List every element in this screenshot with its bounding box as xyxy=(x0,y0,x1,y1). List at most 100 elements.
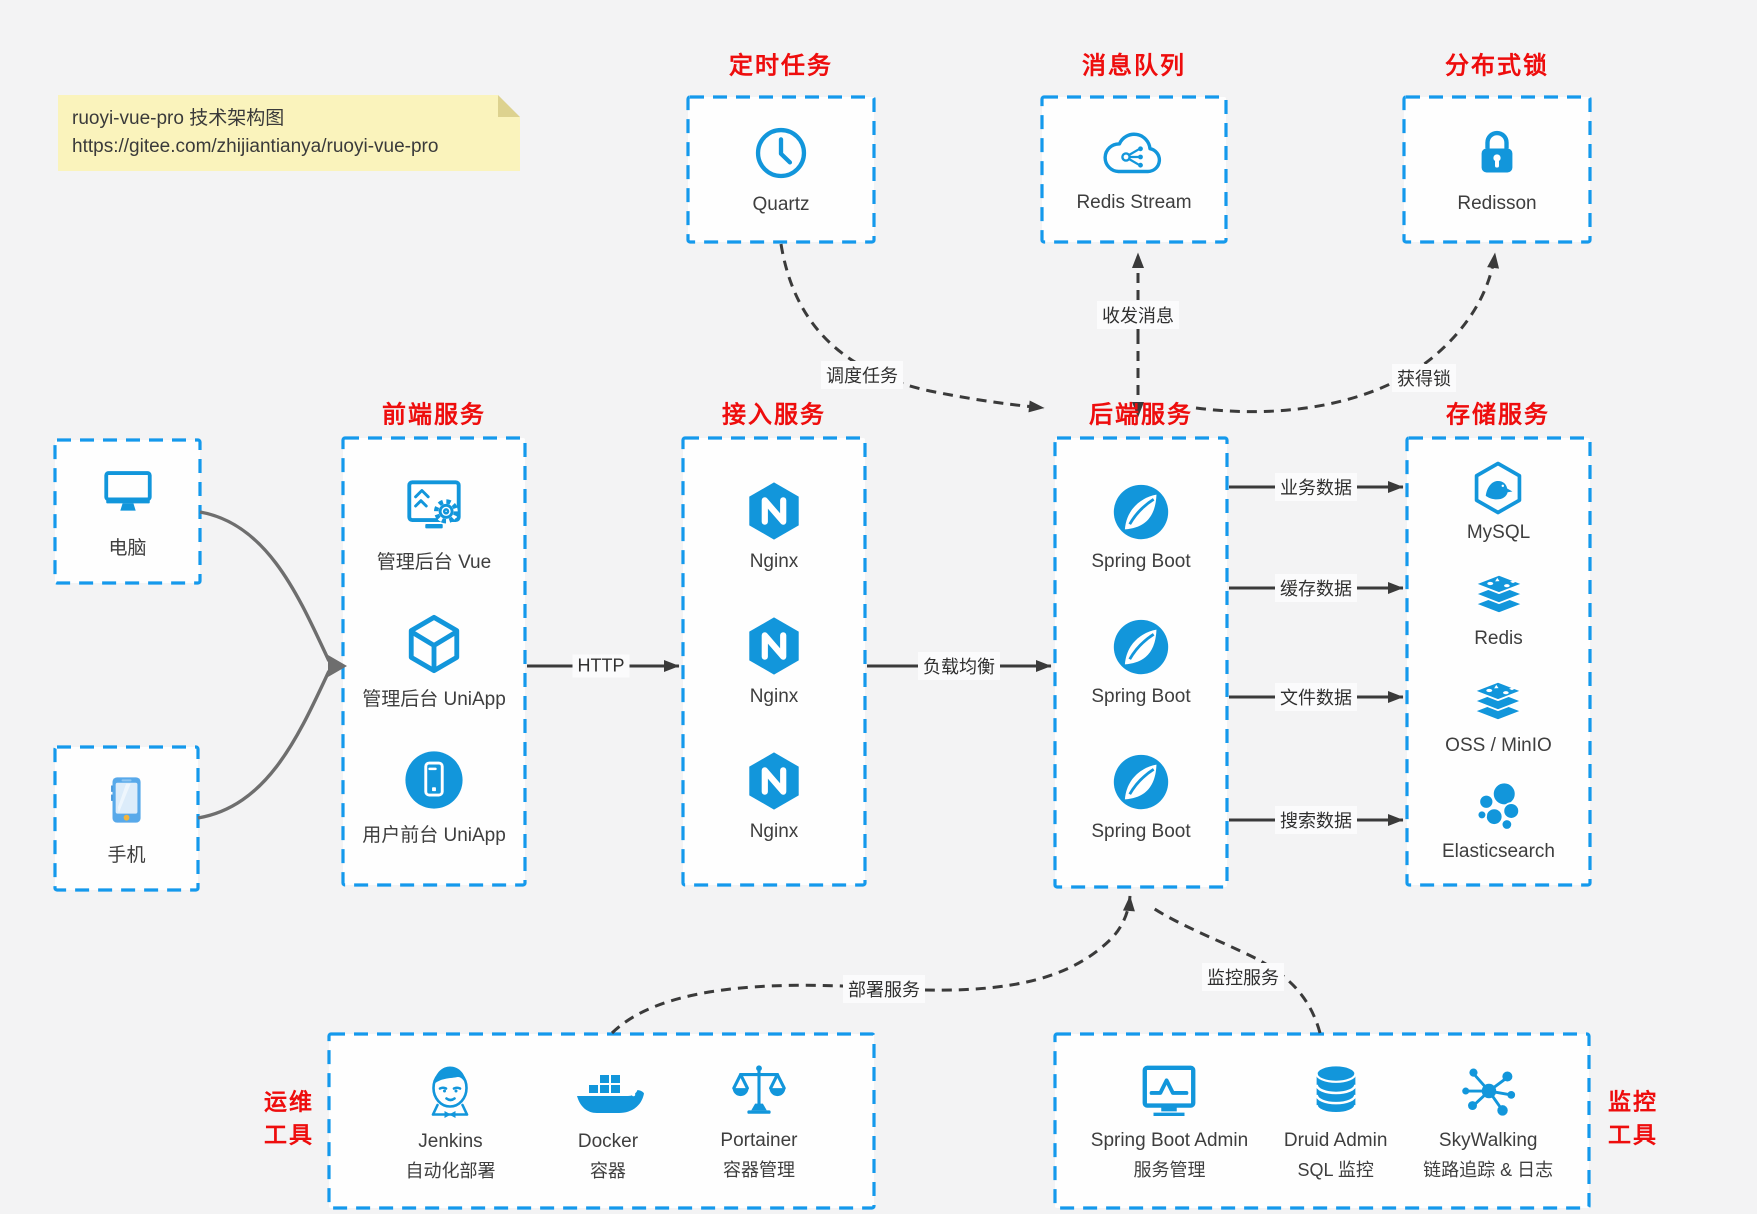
admin-vue-label: 管理后台 Vue xyxy=(376,552,492,574)
oss-minio-label: OSS / MinIO xyxy=(1445,734,1552,756)
redis-stream-label: Redis Stream xyxy=(1076,192,1192,213)
skywalking-node: SkyWalking 链路追踪 & 日志 xyxy=(1423,1061,1553,1182)
edge-label-cache-data: 缓存数据 xyxy=(1275,574,1357,602)
pc-label: 电脑 xyxy=(108,537,147,559)
edge-label-http: HTTP xyxy=(572,654,630,678)
druid-admin-node: Druid Admin SQL 监控 xyxy=(1283,1061,1388,1182)
spring-boot-admin-node: Spring Boot Admin 服务管理 xyxy=(1091,1061,1248,1182)
portainer-desc: 容器管理 xyxy=(722,1159,795,1180)
uniapp-cube-icon xyxy=(403,613,465,675)
jenkins-node: Jenkins 自动化部署 xyxy=(405,1060,495,1183)
title-backend: 后端服务 xyxy=(1089,401,1193,429)
user-uniapp-label: 用户前台 UniApp xyxy=(362,824,506,846)
skywalking-label: SkyWalking xyxy=(1438,1129,1538,1151)
skywalking-desc: 链路追踪 & 日志 xyxy=(1423,1159,1554,1180)
edge-pc-to-frontend xyxy=(199,510,331,662)
nginx-node: Nginx xyxy=(743,480,805,573)
edge-label-search-data: 搜索数据 xyxy=(1275,806,1357,834)
redisson-label: Redisson xyxy=(1457,193,1537,214)
jenkins-label: Jenkins xyxy=(418,1130,483,1152)
box-quartz xyxy=(686,95,876,244)
portainer-label: Portainer xyxy=(720,1129,798,1151)
clock-icon xyxy=(751,123,811,183)
quartz-node: Quartz xyxy=(688,97,874,242)
edge-acquire-lock xyxy=(1195,252,1500,414)
mysql-icon xyxy=(1470,460,1526,516)
title-distributed-lock: 分布式锁 xyxy=(1445,52,1549,80)
oss-minio-node: OSS / MinIO xyxy=(1445,673,1552,757)
skywalking-icon xyxy=(1457,1061,1519,1123)
box-storage xyxy=(1405,436,1592,887)
spring-boot-label: Spring Boot xyxy=(1091,551,1191,572)
redisson-node: Redisson xyxy=(1404,97,1590,242)
elasticsearch-node: Elasticsearch xyxy=(1442,779,1555,863)
admin-vue-node: 管理后台 Vue xyxy=(377,476,491,574)
druid-icon xyxy=(1305,1061,1367,1123)
frontend-column: 管理后台 Vue 管理后台 UniApp 用户前台 UniApp xyxy=(343,438,525,885)
note-fold-corner xyxy=(498,95,520,117)
edge-clients-arrowhead xyxy=(328,655,347,677)
nginx-label: Nginx xyxy=(749,686,799,707)
lock-icon xyxy=(1468,124,1526,182)
jenkins-icon xyxy=(418,1060,482,1124)
nginx-icon xyxy=(743,750,805,812)
note-url: https://gitee.com/zhijiantianya/ruoyi-vu… xyxy=(72,136,439,157)
computer-icon xyxy=(99,464,157,522)
title-monitoring-tools: 监控 工具 xyxy=(1608,1088,1658,1148)
nginx-label: Nginx xyxy=(749,821,799,842)
edge-schedule-task xyxy=(779,243,1045,413)
edge-label-schedule-task: 调度任务 xyxy=(821,361,903,389)
spring-icon xyxy=(1111,617,1171,677)
backend-column: Spring Boot Spring Boot Spring Boot xyxy=(1055,438,1227,887)
docker-node: Docker 容器 xyxy=(572,1060,644,1183)
edge-deploy-service xyxy=(610,895,1135,1035)
druid-admin-desc: SQL 监控 xyxy=(1297,1159,1374,1180)
mysql-node: MySQL xyxy=(1467,460,1530,544)
edge-monitor-service xyxy=(1149,904,1322,1034)
box-pc xyxy=(53,438,202,585)
spring-boot-admin-icon xyxy=(1138,1061,1200,1123)
nginx-node: Nginx xyxy=(743,615,805,708)
title-storage: 存储服务 xyxy=(1446,401,1550,429)
edge-label-monitor-service: 监控服务 xyxy=(1202,963,1284,991)
spring-boot-label: Spring Boot xyxy=(1091,821,1191,842)
spring-boot-node: Spring Boot xyxy=(1091,752,1191,843)
title-scheduled-task: 定时任务 xyxy=(729,52,833,80)
portainer-icon xyxy=(728,1061,790,1123)
title-gateway: 接入服务 xyxy=(722,401,826,429)
druid-admin-label: Druid Admin xyxy=(1283,1129,1388,1151)
quartz-label: Quartz xyxy=(752,194,810,215)
elasticsearch-label: Elasticsearch xyxy=(1442,840,1555,862)
edge-mobile-to-frontend xyxy=(197,670,331,820)
edge-label-file-data: 文件数据 xyxy=(1275,683,1357,711)
box-redis-stream xyxy=(1040,95,1228,244)
user-uniapp-icon xyxy=(403,749,465,811)
title-message-queue: 消息队列 xyxy=(1082,52,1186,80)
smartphone-icon xyxy=(98,771,156,829)
spring-boot-label: Spring Boot xyxy=(1091,686,1191,707)
redis-node: Redis xyxy=(1471,566,1527,650)
jenkins-desc: 自动化部署 xyxy=(405,1160,496,1181)
gateway-column: Nginx Nginx Nginx xyxy=(683,438,865,885)
edge-label-business-data: 业务数据 xyxy=(1275,473,1357,501)
portainer-node: Portainer 容器管理 xyxy=(720,1061,798,1182)
redis-stack-icon xyxy=(1471,566,1527,622)
admin-uniapp-node: 管理后台 UniApp xyxy=(362,613,506,711)
nginx-icon xyxy=(743,480,805,542)
docker-label: Docker xyxy=(577,1130,639,1152)
spring-boot-node: Spring Boot xyxy=(1091,482,1191,573)
note-title: ruoyi-vue-pro 技术架构图 xyxy=(72,108,285,129)
edge-label-load-balance: 负载均衡 xyxy=(918,652,1000,680)
mobile-label: 手机 xyxy=(107,844,146,866)
docker-desc: 容器 xyxy=(589,1160,626,1181)
spring-boot-node: Spring Boot xyxy=(1091,617,1191,708)
nginx-node: Nginx xyxy=(743,750,805,843)
storage-column: MySQL Redis OSS / MinIO Elasticsearch xyxy=(1407,438,1590,885)
cloud-stream-icon xyxy=(1098,125,1170,181)
edge-label-deploy-service: 部署服务 xyxy=(843,975,925,1003)
docker-icon xyxy=(572,1068,644,1124)
mobile-node: 手机 xyxy=(55,747,198,890)
pc-node: 电脑 xyxy=(55,440,200,583)
sticky-note: ruoyi-vue-pro 技术架构图 https://gitee.com/zh… xyxy=(58,95,520,171)
redis-stream-node: Redis Stream xyxy=(1042,97,1226,242)
